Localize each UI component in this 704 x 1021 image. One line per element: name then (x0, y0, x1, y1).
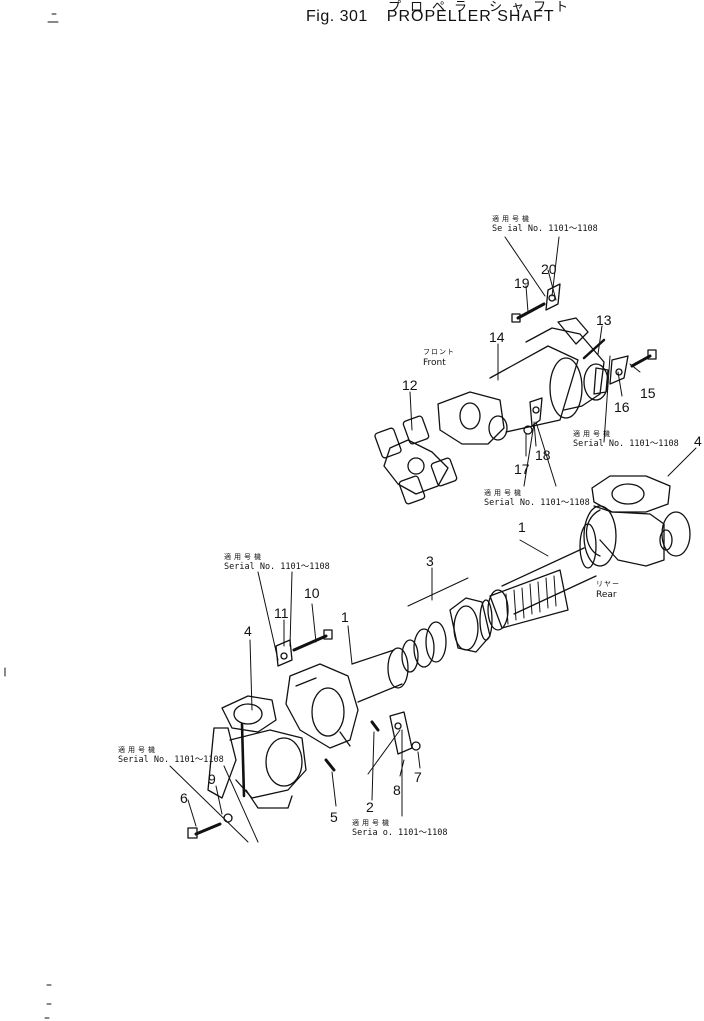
front-hardware (511, 283, 657, 435)
serial-note-jp: 適用号機 (492, 215, 532, 223)
callout-7: 7 (414, 769, 422, 785)
bolt-19 (516, 302, 546, 320)
callout-4-rear: 4 (694, 433, 702, 449)
callout-13: 13 (596, 312, 612, 328)
callout-2: 2 (366, 799, 374, 815)
rear-label: リヤー Rear (596, 579, 620, 601)
callout-4-front: 4 (244, 623, 252, 639)
seal-cap-set (401, 597, 493, 673)
rear-yoke (585, 475, 691, 567)
callout-20: 20 (541, 261, 557, 277)
callout-1-rear: 1 (518, 519, 526, 535)
washer-11 (275, 639, 293, 667)
figure-number: Fig. 301 (306, 8, 368, 25)
bolt-15 (630, 354, 652, 368)
serial-note-middle: 適用号機 Serial No. 1101～1108 (484, 488, 590, 508)
serial-note-jp: 適用号機 (118, 746, 158, 754)
grease-fitting-5 (324, 758, 336, 772)
callout-9: 9 (208, 771, 216, 787)
grease-fitting-13 (582, 338, 606, 360)
serial-note-jp: 適用号機 (224, 553, 264, 561)
callout-3: 3 (426, 553, 434, 569)
leader-lines (169, 236, 697, 843)
rear-label-jp: リヤー (596, 580, 620, 588)
shaft-with-yoke (285, 647, 409, 749)
page-title: Fig. 301 PROPELLER SHAFT (306, 8, 555, 26)
callout-14: 14 (489, 329, 505, 345)
grease-fitting-2 (370, 720, 380, 732)
callout-15: 15 (640, 385, 656, 401)
bolt-head-15 (647, 349, 657, 360)
bolt-head-10 (323, 629, 333, 640)
serial-note-top: 適用号機 Se ial No. 1101～1108 (492, 214, 598, 234)
serial-note-text: Seria o. 1101～1108 (352, 828, 448, 838)
lock-plate-8 (389, 711, 413, 755)
bolt-head-19 (511, 313, 521, 323)
serial-note-text: Serial No. 1101～1108 (484, 498, 590, 508)
serial-note-text: Serial No. 1101～1108 (224, 562, 330, 572)
figure-title: PROPELLER SHAFT (386, 8, 555, 25)
rear-label-en: Rear (596, 590, 617, 600)
callout-1-front: 1 (341, 609, 349, 625)
callout-5: 5 (330, 809, 338, 825)
serial-note-text: Serial No. 1101～1108 (573, 439, 679, 449)
front-shaft (437, 317, 609, 445)
callout-12: 12 (402, 377, 418, 393)
serial-note-jp: 適用号機 (484, 489, 524, 497)
serial-note-text: Se ial No. 1101～1108 (492, 224, 598, 234)
serial-note-bottom: 適用号機 Seria o. 1101～1108 (352, 818, 448, 838)
callout-10: 10 (304, 585, 320, 601)
serial-note-text: Serial No. 1101～1108 (118, 755, 224, 765)
callout-17: 17 (514, 461, 530, 477)
front-label-jp: フロント (423, 348, 455, 356)
scan-marks (4, 13, 59, 1019)
serial-note-right-upper: 適用号機 Serial No. 1101～1108 (573, 429, 679, 449)
lower-hardware (187, 629, 421, 839)
bolt-head-6 (187, 827, 198, 839)
lock-plate-18 (529, 397, 543, 427)
title-japanese: プロペラ シャフト (388, 0, 578, 15)
front-label: フロント Front (423, 347, 455, 369)
serial-note-left-lower: 適用号機 Serial No. 1101～1108 (118, 745, 224, 765)
callout-6: 6 (180, 790, 188, 806)
nut-7 (411, 741, 421, 751)
washer-9 (223, 813, 233, 823)
callout-11: 11 (274, 605, 289, 621)
callout-18: 18 (535, 447, 551, 463)
nut-17 (523, 425, 533, 435)
bolt-6 (194, 822, 222, 836)
bolt-10 (292, 634, 328, 652)
serial-note-jp: 適用号機 (352, 819, 392, 827)
serial-note-jp: 適用号機 (573, 430, 613, 438)
front-label-en: Front (423, 358, 446, 368)
spider (374, 415, 458, 505)
long-shaft (487, 505, 617, 631)
callout-numbers: 20 19 13 14 12 15 16 17 18 4 1 3 10 1 11… (180, 261, 702, 825)
washer-16 (609, 355, 629, 385)
washer-20 (545, 283, 561, 311)
callout-19: 19 (514, 275, 530, 291)
callout-16: 16 (614, 399, 630, 415)
front-yoke (207, 695, 307, 809)
callout-8: 8 (393, 782, 401, 798)
serial-note-left-upper: 適用号機 Serial No. 1101～1108 (224, 552, 330, 572)
